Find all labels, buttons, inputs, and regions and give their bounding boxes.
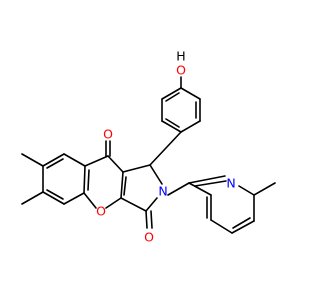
bond (180, 87, 201, 100)
lactam-oxygen-label: O (144, 230, 154, 245)
pyridine-nitrogen-label: N (226, 176, 235, 191)
bond (21, 153, 44, 167)
ring-oxygen-label: O (96, 204, 106, 219)
hydroxyl-oxygen-label: O (176, 63, 186, 78)
bond (161, 87, 182, 100)
bond (165, 92, 180, 102)
bond (123, 176, 127, 196)
bond (83, 165, 86, 194)
bond (42, 153, 65, 167)
bond (231, 220, 255, 234)
bond (149, 164, 163, 185)
molecule-structure: O H O O O N N (21, 49, 276, 245)
bond (145, 210, 148, 229)
bond (46, 158, 64, 169)
bond-lines (21, 76, 276, 234)
bond (210, 219, 233, 234)
bond (63, 153, 86, 167)
bond (107, 155, 124, 173)
bond (122, 164, 151, 173)
bond (149, 131, 182, 166)
bond (150, 210, 153, 229)
bond (253, 182, 276, 196)
bond (180, 120, 201, 133)
bond (84, 155, 109, 167)
bond (188, 182, 212, 196)
bond (63, 192, 85, 205)
bond (21, 191, 44, 205)
bond (167, 182, 190, 196)
bond (238, 185, 255, 196)
bond (188, 175, 226, 184)
bond (145, 197, 158, 212)
bond (120, 197, 147, 212)
bond (161, 120, 182, 133)
bond (194, 180, 227, 187)
bond (105, 197, 122, 209)
bond (83, 192, 97, 209)
bond (165, 118, 180, 128)
bond (46, 189, 64, 200)
molecule-canvas: O H O O O N N (21, 48, 276, 245)
bond (232, 217, 251, 229)
hydroxyl-hydrogen-label: H (176, 49, 185, 64)
bond (120, 171, 124, 199)
bond (87, 169, 90, 191)
ketone-oxygen-label: O (103, 127, 113, 142)
pyrrole-nitrogen-label: N (158, 184, 167, 199)
bond (42, 191, 65, 205)
